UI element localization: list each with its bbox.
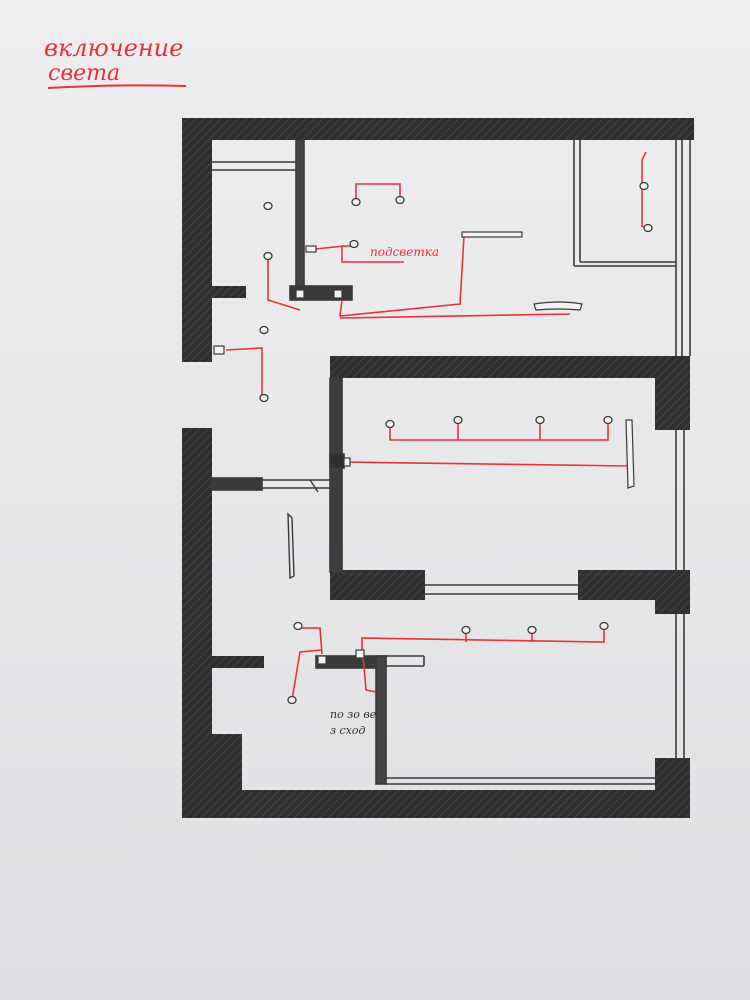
wall-room-divider-right bbox=[578, 570, 668, 600]
fixture-light-icon bbox=[259, 393, 269, 403]
wall-top bbox=[182, 118, 694, 140]
wall-niche bbox=[212, 734, 242, 790]
fixture-light-icon bbox=[293, 621, 303, 631]
fixture-light-icon bbox=[527, 625, 537, 635]
switch-icon bbox=[305, 245, 317, 253]
wall-stub-lower bbox=[212, 656, 264, 668]
fixture-light-icon bbox=[259, 325, 269, 335]
fixture-light-icon bbox=[385, 419, 395, 429]
wall-left-lower bbox=[182, 428, 212, 818]
fixture-light-icon bbox=[349, 239, 359, 249]
title-line-1: включение bbox=[44, 34, 183, 62]
light-fixtures bbox=[259, 181, 653, 705]
fixture-light-icon bbox=[643, 223, 653, 233]
linear-lamp-icon bbox=[461, 231, 523, 238]
switch-icon bbox=[343, 457, 351, 467]
title-underline bbox=[47, 84, 187, 89]
switch-icon bbox=[355, 649, 365, 659]
wall-left-upper bbox=[182, 118, 212, 362]
walls bbox=[182, 118, 694, 818]
fixture-light-icon bbox=[453, 415, 463, 425]
wall-right-pier-lower bbox=[655, 758, 690, 808]
fixture-light-icon bbox=[263, 251, 273, 261]
switch-icon bbox=[213, 345, 225, 355]
wall-right-pier-upper bbox=[655, 356, 690, 430]
wall-stub-upper bbox=[212, 286, 246, 298]
sheet-title: включение света bbox=[44, 34, 187, 89]
fixture-light-icon bbox=[461, 625, 471, 635]
fixture-light-icon bbox=[263, 201, 273, 211]
wall-middle-horizontal bbox=[330, 356, 690, 378]
switches bbox=[213, 231, 635, 665]
wall-bottom bbox=[182, 790, 690, 818]
title-line-2: света bbox=[48, 61, 120, 86]
annotations: подсветка по зо ве з сход bbox=[330, 245, 439, 737]
fixture-light-icon bbox=[351, 197, 361, 207]
wall-room-divider-left bbox=[330, 570, 425, 600]
headboard-label-line-1: по зо ве bbox=[330, 708, 377, 721]
switch-icon bbox=[295, 289, 305, 299]
fixture-light-icon bbox=[639, 181, 649, 191]
backlight-label: подсветка bbox=[370, 245, 439, 259]
headboard-label-line-2: з сход bbox=[330, 724, 365, 737]
linear-lamp-icon bbox=[533, 301, 583, 311]
fixture-light-icon bbox=[603, 415, 613, 425]
partitions bbox=[211, 139, 691, 785]
fixture-light-icon bbox=[535, 415, 545, 425]
fixture-light-icon bbox=[287, 695, 297, 705]
fixture-light-icon bbox=[599, 621, 609, 631]
switch-icon bbox=[333, 289, 343, 299]
wiring bbox=[225, 151, 649, 701]
linear-lamp-icon bbox=[625, 419, 635, 489]
switch-icon bbox=[317, 655, 327, 665]
fixture-light-icon bbox=[395, 195, 405, 205]
